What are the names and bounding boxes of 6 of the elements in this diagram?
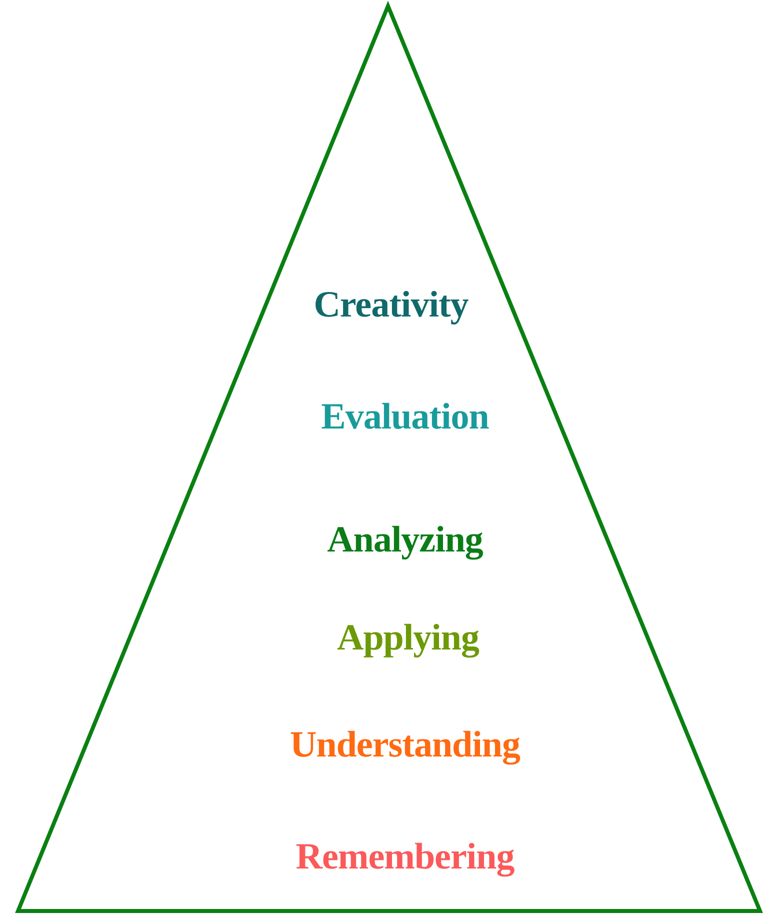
level-label: Remembering — [296, 836, 514, 878]
level-label: Applying — [337, 616, 479, 660]
level-label: Understanding — [290, 724, 520, 766]
level-label: Creativity — [314, 284, 468, 326]
level-label: Evaluation — [321, 396, 489, 438]
level-label: Analyzing — [327, 518, 483, 562]
